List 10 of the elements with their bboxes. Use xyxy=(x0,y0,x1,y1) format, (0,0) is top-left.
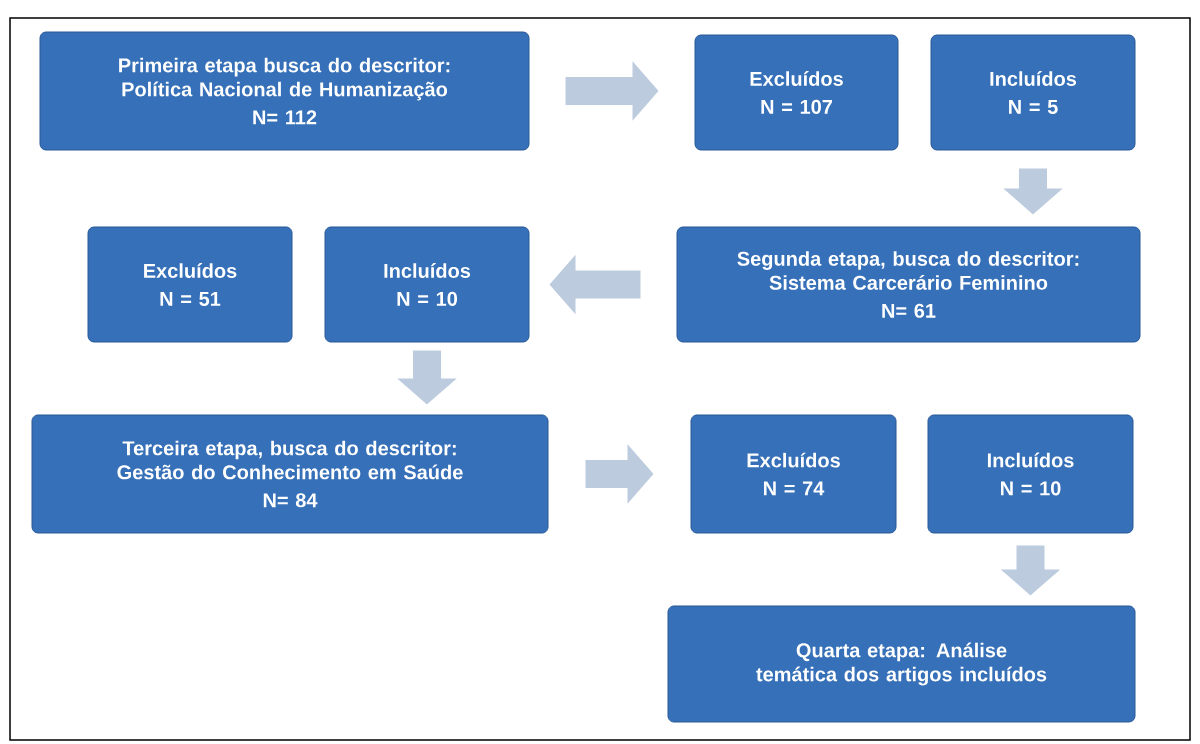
process-box: Excluídos N = 51 xyxy=(87,226,293,343)
process-box: Terceira etapa, busca do descritor: Gestão do Conhecimento em Saúde N= 84 xyxy=(31,414,549,534)
process-box: Segunda etapa, busca do descritor: Sistema Carcerário Feminino N= 61 xyxy=(676,226,1141,343)
process-box: Primeira etapa busca do descritor: Política Nacional de Humanização N= 112 xyxy=(39,31,530,151)
process-box: Excluídos N = 107 xyxy=(694,34,899,151)
process-box: Excluídos N = 74 xyxy=(690,414,897,534)
process-box: Incluídos N = 5 xyxy=(930,34,1136,151)
process-box: Incluídos N = 10 xyxy=(324,226,530,343)
process-box: Incluídos N = 10 xyxy=(927,414,1134,534)
process-box: Quarta etapa: Análise temática dos artigos incluídos xyxy=(667,605,1136,723)
